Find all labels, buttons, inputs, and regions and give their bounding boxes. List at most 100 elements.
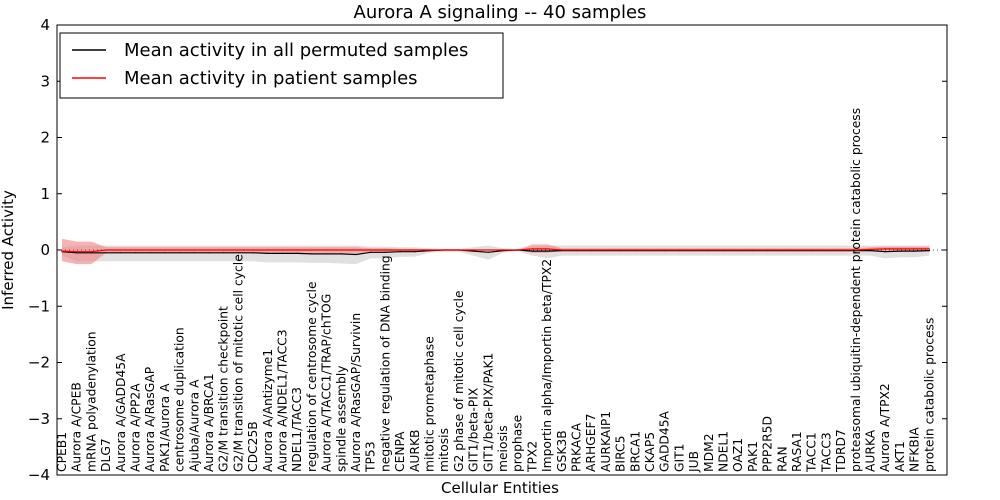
category-label: PAK1 bbox=[746, 441, 760, 472]
x-axis-label: Cellular Entities bbox=[441, 479, 559, 497]
point-series-1 bbox=[664, 249, 666, 251]
point-series-1 bbox=[796, 249, 798, 251]
category-label: ARHGEF7 bbox=[584, 414, 598, 472]
category-label: GIT1/beta-PIX bbox=[467, 387, 481, 472]
point-series-1 bbox=[737, 249, 739, 251]
point-series-0 bbox=[546, 250, 548, 252]
category-label: Aurora A/BRCA1 bbox=[202, 373, 216, 472]
point-series-1 bbox=[384, 249, 386, 251]
point-series-1 bbox=[487, 249, 489, 251]
point-series-0 bbox=[76, 252, 78, 254]
point-series-1 bbox=[767, 249, 769, 251]
point-series-1 bbox=[722, 249, 725, 251]
chart-title: Aurora A signaling -- 40 samples bbox=[354, 2, 647, 23]
point-series-1 bbox=[134, 249, 137, 251]
y-tick-label: 4 bbox=[40, 16, 50, 34]
y-tick-label: 0 bbox=[40, 241, 50, 259]
category-label: OAZ1 bbox=[731, 438, 745, 472]
point-series-1 bbox=[811, 249, 813, 251]
y-tick-label: 2 bbox=[40, 129, 50, 147]
point-series-0 bbox=[384, 251, 386, 253]
y-tick-label: −1 bbox=[28, 297, 50, 315]
point-series-1 bbox=[634, 249, 636, 251]
point-series-1 bbox=[605, 249, 607, 251]
point-series-1 bbox=[414, 249, 416, 251]
point-series-1 bbox=[223, 249, 225, 251]
point-series-1 bbox=[179, 249, 181, 251]
point-series-1 bbox=[678, 249, 681, 251]
category-label: regulation of centrosome cycle bbox=[305, 281, 319, 472]
point-series-0 bbox=[355, 253, 357, 256]
point-series-1 bbox=[825, 249, 828, 251]
category-label: PPP2R5D bbox=[761, 416, 775, 472]
point-series-1 bbox=[855, 249, 857, 251]
point-series-1 bbox=[708, 249, 710, 251]
point-series-1 bbox=[546, 248, 548, 250]
category-label: Aurora A/TACC1/TRAP/chTOG bbox=[320, 294, 334, 472]
category-label: Aurora A/GADD45A bbox=[114, 353, 128, 472]
category-label: protein catabolic process bbox=[922, 318, 936, 472]
point-series-1 bbox=[561, 249, 563, 251]
point-series-0 bbox=[914, 250, 916, 252]
point-series-1 bbox=[267, 249, 269, 251]
category-label: DLG7 bbox=[99, 438, 113, 472]
category-label: CPEB1 bbox=[55, 432, 69, 472]
point-series-0 bbox=[237, 252, 239, 254]
point-series-0 bbox=[473, 250, 475, 252]
category-label: BIRC5 bbox=[614, 436, 628, 472]
y-tick-label: −4 bbox=[28, 466, 50, 484]
point-series-1 bbox=[620, 249, 622, 251]
category-label: centrosome duplication bbox=[173, 327, 187, 472]
y-axis-label: Inferred Activity bbox=[0, 190, 17, 310]
point-series-1 bbox=[399, 249, 401, 251]
category-label: GSK3B bbox=[555, 430, 569, 472]
point-series-0 bbox=[120, 252, 122, 254]
point-series-0 bbox=[164, 252, 166, 254]
category-label: Aurora A/RasGAP bbox=[143, 367, 157, 472]
point-series-1 bbox=[296, 249, 298, 251]
y-tick-label: −3 bbox=[28, 410, 50, 428]
point-series-1 bbox=[693, 249, 695, 251]
category-label: TPX2 bbox=[525, 441, 539, 473]
point-series-1 bbox=[208, 249, 210, 251]
point-series-0 bbox=[281, 252, 284, 254]
category-label: Aurora A/NDEL1/TACC3 bbox=[276, 329, 290, 472]
point-series-0 bbox=[326, 253, 328, 255]
point-series-1 bbox=[781, 249, 783, 251]
point-series-1 bbox=[458, 249, 460, 251]
point-series-1 bbox=[531, 248, 534, 250]
point-series-1 bbox=[590, 249, 592, 251]
point-series-1 bbox=[252, 249, 254, 251]
category-label: TACC3 bbox=[819, 432, 833, 473]
category-label: NDEL1 bbox=[717, 431, 731, 472]
category-label: TACC1 bbox=[805, 432, 819, 473]
category-label: Aurora A/CPEB bbox=[70, 382, 84, 472]
point-series-1 bbox=[76, 251, 78, 253]
point-series-1 bbox=[502, 249, 504, 251]
category-label: MDM2 bbox=[702, 433, 716, 472]
point-series-1 bbox=[149, 249, 151, 251]
category-label: NFKBIA bbox=[908, 427, 922, 472]
point-series-1 bbox=[281, 249, 284, 251]
line-series-1 bbox=[61, 248, 930, 253]
category-label: RAN bbox=[775, 446, 789, 472]
category-label: JUB bbox=[687, 451, 701, 473]
point-series-1 bbox=[237, 249, 239, 251]
band-series-1 bbox=[62, 238, 930, 265]
legend-label-permuted: Mean activity in all permuted samples bbox=[124, 40, 468, 61]
point-series-1 bbox=[193, 249, 195, 251]
point-series-0 bbox=[149, 252, 151, 254]
category-label: Aurora A/Antizyme1 bbox=[261, 349, 275, 472]
category-label: Aurora A/PP2A bbox=[129, 383, 143, 472]
point-series-0 bbox=[884, 251, 886, 253]
point-series-1 bbox=[61, 250, 63, 252]
category-label: spindle assembly bbox=[334, 365, 348, 472]
point-series-1 bbox=[355, 249, 357, 251]
point-series-1 bbox=[90, 251, 92, 253]
category-label: mRNA polyadenylation bbox=[84, 331, 98, 472]
point-series-1 bbox=[869, 248, 872, 250]
point-series-1 bbox=[443, 249, 445, 251]
category-label: G2 phase of mitotic cell cycle bbox=[452, 290, 466, 472]
category-label: AURKA bbox=[864, 429, 878, 472]
